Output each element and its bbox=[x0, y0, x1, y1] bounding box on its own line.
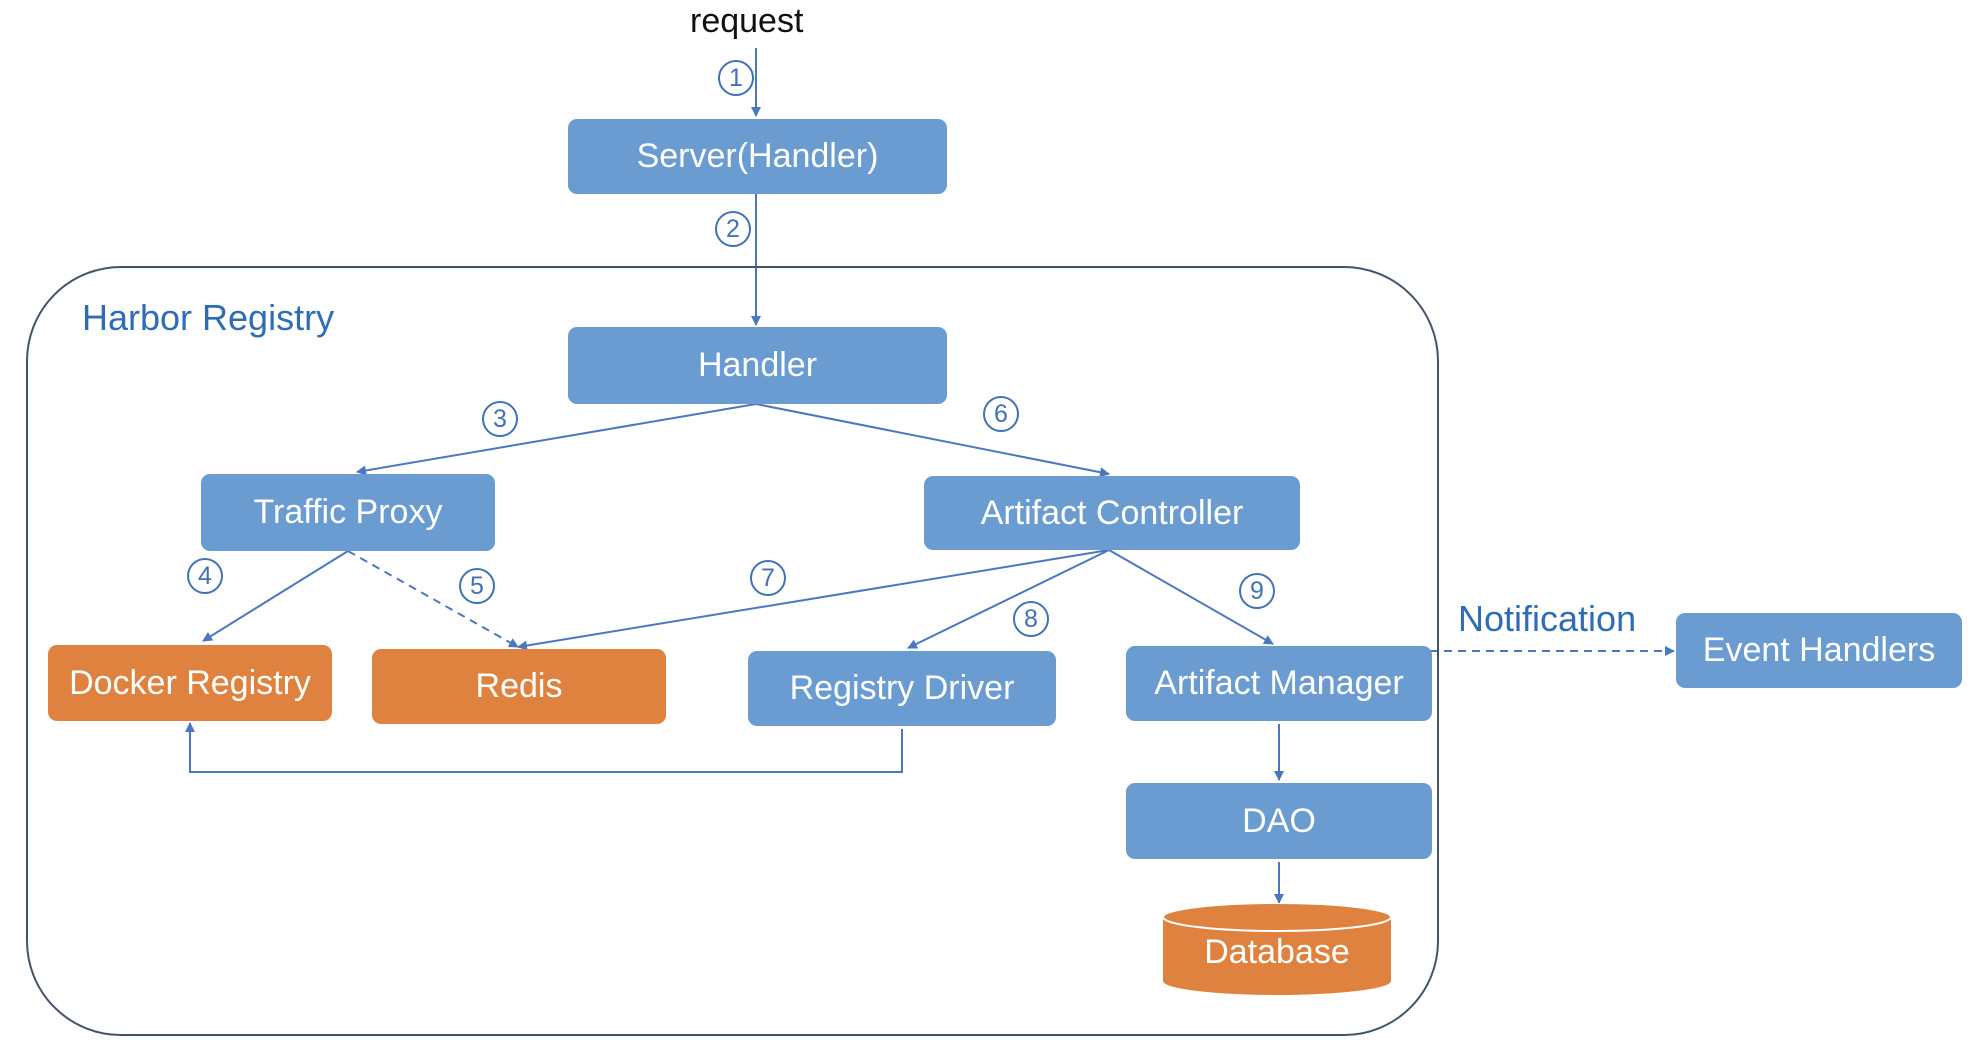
request-label: request bbox=[690, 2, 804, 40]
handler-node: Handler bbox=[568, 327, 947, 404]
redis-node: Redis bbox=[372, 649, 666, 724]
registry-driver-label: Registry Driver bbox=[789, 669, 1015, 707]
docker-registry-label: Docker Registry bbox=[69, 663, 311, 702]
step-2-number: 2 bbox=[726, 214, 740, 243]
artifact-controller-node: Artifact Controller bbox=[924, 476, 1300, 550]
dao-label: DAO bbox=[1242, 801, 1316, 840]
docker-registry-node: Docker Registry bbox=[48, 645, 332, 721]
artifact-manager-node: Artifact Manager bbox=[1126, 646, 1432, 721]
step-1-badge: 1 bbox=[718, 60, 754, 96]
arrow-traffic-proxy-to-redis bbox=[347, 550, 519, 648]
arrow-traffic-proxy-to-docker-registry bbox=[202, 550, 349, 642]
handler-label: Handler bbox=[697, 346, 818, 384]
redis-label: Redis bbox=[475, 667, 563, 705]
event-handlers-label: Event Handlers bbox=[1702, 631, 1936, 669]
traffic-proxy-node: Traffic Proxy bbox=[201, 474, 495, 551]
step-4-badge: 4 bbox=[187, 558, 223, 594]
arrow-registry-driver-to-docker-registry bbox=[185, 722, 903, 773]
harbor-registry-label: Harbor Registry bbox=[82, 297, 335, 338]
arrow-artifact-controller-to-artifact-manager bbox=[1108, 549, 1274, 645]
step-4-number: 4 bbox=[198, 561, 212, 590]
step-2-badge: 2 bbox=[715, 211, 751, 247]
artifact-controller-label: Artifact Controller bbox=[980, 493, 1244, 532]
database-node: Database bbox=[1163, 903, 1391, 995]
step-6-number: 6 bbox=[994, 399, 1008, 428]
database-label: Database bbox=[1204, 933, 1350, 971]
registry-driver-node: Registry Driver bbox=[748, 651, 1056, 726]
step-7-number: 7 bbox=[761, 563, 775, 592]
step-5-badge: 5 bbox=[459, 568, 495, 604]
harbor-registry-container bbox=[26, 266, 1439, 1036]
step-1-number: 1 bbox=[729, 63, 743, 92]
arrow-artifact-controller-to-redis bbox=[517, 549, 1110, 651]
traffic-proxy-label: Traffic Proxy bbox=[253, 493, 443, 531]
arrow-artifact-controller-to-registry-driver bbox=[907, 549, 1110, 649]
arrow-handler-to-traffic-proxy bbox=[356, 403, 757, 476]
step-7-badge: 7 bbox=[750, 560, 786, 596]
server-handler-node: Server(Handler) bbox=[568, 119, 947, 194]
step-3-number: 3 bbox=[493, 404, 507, 433]
artifact-manager-label: Artifact Manager bbox=[1154, 664, 1404, 702]
step-9-badge: 9 bbox=[1239, 573, 1275, 609]
arrow-handler-to-artifact-controller bbox=[755, 403, 1110, 478]
notification-label: Notification bbox=[1458, 598, 1637, 639]
step-8-number: 8 bbox=[1024, 604, 1038, 633]
dao-node: DAO bbox=[1126, 783, 1432, 859]
server-handler-label: Server(Handler) bbox=[636, 137, 879, 175]
step-3-badge: 3 bbox=[482, 401, 518, 437]
step-8-badge: 8 bbox=[1013, 601, 1049, 637]
event-handlers-node: Event Handlers bbox=[1676, 613, 1962, 688]
step-6-badge: 6 bbox=[983, 396, 1019, 432]
database-cylinder-icon bbox=[1163, 903, 1391, 995]
step-9-number: 9 bbox=[1250, 576, 1264, 605]
step-5-number: 5 bbox=[470, 571, 484, 600]
